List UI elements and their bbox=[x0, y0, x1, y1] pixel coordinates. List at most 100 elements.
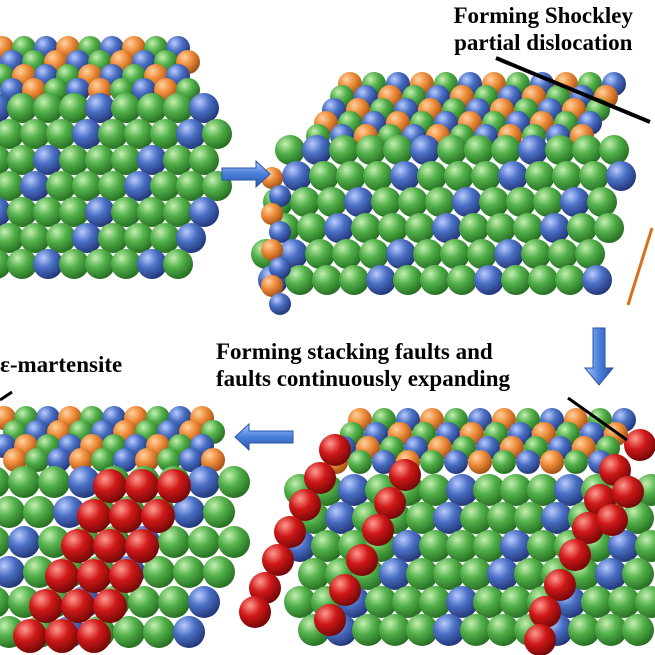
atom bbox=[541, 502, 573, 534]
atom bbox=[444, 161, 474, 191]
atom bbox=[516, 450, 540, 474]
atom bbox=[137, 249, 167, 279]
atom bbox=[635, 530, 655, 562]
atom bbox=[567, 213, 597, 243]
atom bbox=[269, 221, 291, 243]
atom bbox=[111, 145, 141, 175]
atom bbox=[218, 526, 250, 558]
atom bbox=[527, 474, 559, 506]
atom bbox=[319, 434, 351, 466]
atom bbox=[61, 589, 95, 623]
atom bbox=[471, 161, 501, 191]
atom bbox=[608, 586, 640, 618]
arrow-left-icon bbox=[234, 422, 294, 452]
atom bbox=[274, 516, 306, 548]
atom bbox=[289, 489, 321, 521]
atom bbox=[533, 187, 563, 217]
atom bbox=[124, 223, 154, 253]
atom bbox=[0, 119, 24, 149]
atom bbox=[372, 450, 396, 474]
atom bbox=[297, 213, 327, 243]
label-line: Forming stacking faults and bbox=[216, 339, 493, 364]
atom bbox=[124, 171, 154, 201]
atom bbox=[544, 569, 576, 601]
atom bbox=[53, 496, 85, 528]
atom bbox=[473, 530, 505, 562]
atom bbox=[163, 197, 193, 227]
atom bbox=[527, 530, 559, 562]
atom bbox=[572, 135, 602, 165]
atom bbox=[599, 135, 629, 165]
atom bbox=[437, 135, 467, 165]
atom bbox=[459, 213, 489, 243]
atom bbox=[98, 119, 128, 149]
atom bbox=[109, 499, 143, 533]
atom bbox=[595, 558, 627, 590]
atom bbox=[344, 187, 374, 217]
atom bbox=[59, 145, 89, 175]
atom bbox=[464, 135, 494, 165]
atom bbox=[85, 145, 115, 175]
atom bbox=[487, 502, 519, 534]
atom bbox=[587, 187, 617, 217]
atom bbox=[0, 197, 11, 227]
atom bbox=[68, 466, 100, 498]
atom bbox=[59, 249, 89, 279]
atom bbox=[113, 448, 137, 472]
atom bbox=[329, 135, 359, 165]
atom bbox=[474, 265, 504, 295]
atom bbox=[179, 448, 203, 472]
atom bbox=[150, 171, 180, 201]
atom bbox=[473, 586, 505, 618]
atom bbox=[487, 558, 519, 590]
atom bbox=[548, 239, 578, 269]
atom bbox=[188, 586, 220, 618]
atom bbox=[284, 586, 316, 618]
atom bbox=[163, 93, 193, 123]
atom bbox=[298, 558, 330, 590]
atom bbox=[0, 527, 10, 557]
atom bbox=[312, 265, 342, 295]
atom bbox=[203, 556, 235, 588]
atom bbox=[635, 586, 655, 618]
atom bbox=[622, 614, 654, 646]
label-line: faults continuously expanding bbox=[216, 366, 510, 391]
atom bbox=[608, 530, 640, 562]
atom bbox=[0, 171, 24, 201]
atom bbox=[45, 559, 79, 593]
atom bbox=[261, 203, 283, 225]
atom bbox=[339, 265, 369, 295]
atom bbox=[383, 135, 413, 165]
atom bbox=[141, 499, 175, 533]
dislocation-line bbox=[626, 227, 654, 306]
atom bbox=[460, 614, 492, 646]
atom bbox=[125, 469, 159, 503]
atom bbox=[325, 502, 357, 534]
atom bbox=[173, 556, 205, 588]
atom bbox=[501, 265, 531, 295]
atom bbox=[487, 614, 519, 646]
atom bbox=[363, 161, 393, 191]
atom bbox=[218, 466, 250, 498]
atom bbox=[425, 187, 455, 217]
atom bbox=[596, 504, 628, 536]
atom bbox=[0, 93, 11, 123]
atom bbox=[261, 275, 283, 297]
atom bbox=[173, 616, 205, 648]
atom bbox=[446, 474, 478, 506]
label-epsilon-martensite: ε-martensite bbox=[0, 351, 122, 378]
atom bbox=[406, 502, 438, 534]
atom bbox=[93, 589, 127, 623]
atom bbox=[498, 161, 528, 191]
atom bbox=[579, 161, 609, 191]
atom bbox=[433, 502, 465, 534]
atom bbox=[137, 197, 167, 227]
atom bbox=[420, 450, 444, 474]
atom bbox=[371, 187, 401, 217]
atom bbox=[302, 135, 332, 165]
atom bbox=[559, 539, 591, 571]
atom bbox=[564, 450, 588, 474]
atom bbox=[7, 145, 37, 175]
atom bbox=[305, 239, 335, 269]
